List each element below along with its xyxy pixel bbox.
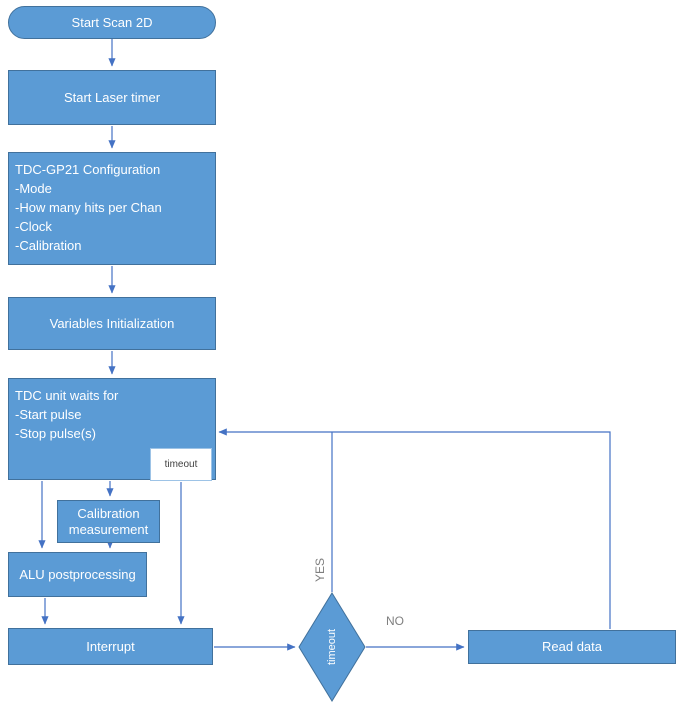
decision-diamond bbox=[298, 592, 366, 702]
config-line-hits: -How many hits per Chan bbox=[15, 200, 162, 215]
node-read-data-label: Read data bbox=[542, 639, 602, 654]
edge-readdata-loop-to-tdcwait bbox=[218, 428, 611, 629]
edge-label-yes: YES bbox=[313, 558, 327, 583]
tdcwait-line-title: TDC unit waits for bbox=[15, 388, 119, 403]
edge-label-no: NO bbox=[386, 614, 404, 628]
node-start-scan-2d: Start Scan 2D bbox=[8, 6, 216, 39]
node-interrupt: Interrupt bbox=[8, 628, 213, 665]
config-line-mode: -Mode bbox=[15, 181, 52, 196]
node-calibration-measurement-label: Calibration measurement bbox=[68, 505, 149, 537]
node-variables-initialization-label: Variables Initialization bbox=[49, 315, 175, 331]
node-alu-postprocessing: ALU postprocessing bbox=[8, 552, 147, 597]
config-line-title: TDC-GP21 Configuration bbox=[15, 162, 161, 177]
node-start-laser-timer: Start Laser timer bbox=[8, 70, 216, 125]
node-alu-postprocessing-label: ALU postprocessing bbox=[19, 566, 136, 582]
node-tdc-gp21-configuration: TDC-GP21 Configuration -Mode -How many h… bbox=[8, 152, 216, 265]
node-interrupt-label: Interrupt bbox=[86, 638, 135, 654]
node-start-scan-2d-label: Start Scan 2D bbox=[71, 14, 153, 30]
node-tdc-unit-waits: TDC unit waits for -Start pulse -Stop pu… bbox=[8, 378, 216, 480]
config-line-calibration: -Calibration bbox=[15, 238, 82, 253]
config-line-clock: -Clock bbox=[15, 219, 52, 234]
tdcwait-line-stop-pulse: -Stop pulse(s) bbox=[15, 426, 96, 441]
node-timeout-note: timeout bbox=[150, 448, 212, 481]
tdcwait-line-start-pulse: -Start pulse bbox=[15, 407, 82, 422]
node-variables-initialization: Variables Initialization bbox=[8, 297, 216, 350]
decision-timeout-label: timeout bbox=[326, 628, 338, 666]
node-calibration-measurement: Calibration measurement bbox=[57, 500, 160, 543]
node-timeout-note-label: timeout bbox=[164, 458, 198, 470]
node-read-data: Read data bbox=[468, 630, 676, 664]
node-start-laser-timer-label: Start Laser timer bbox=[63, 89, 161, 105]
